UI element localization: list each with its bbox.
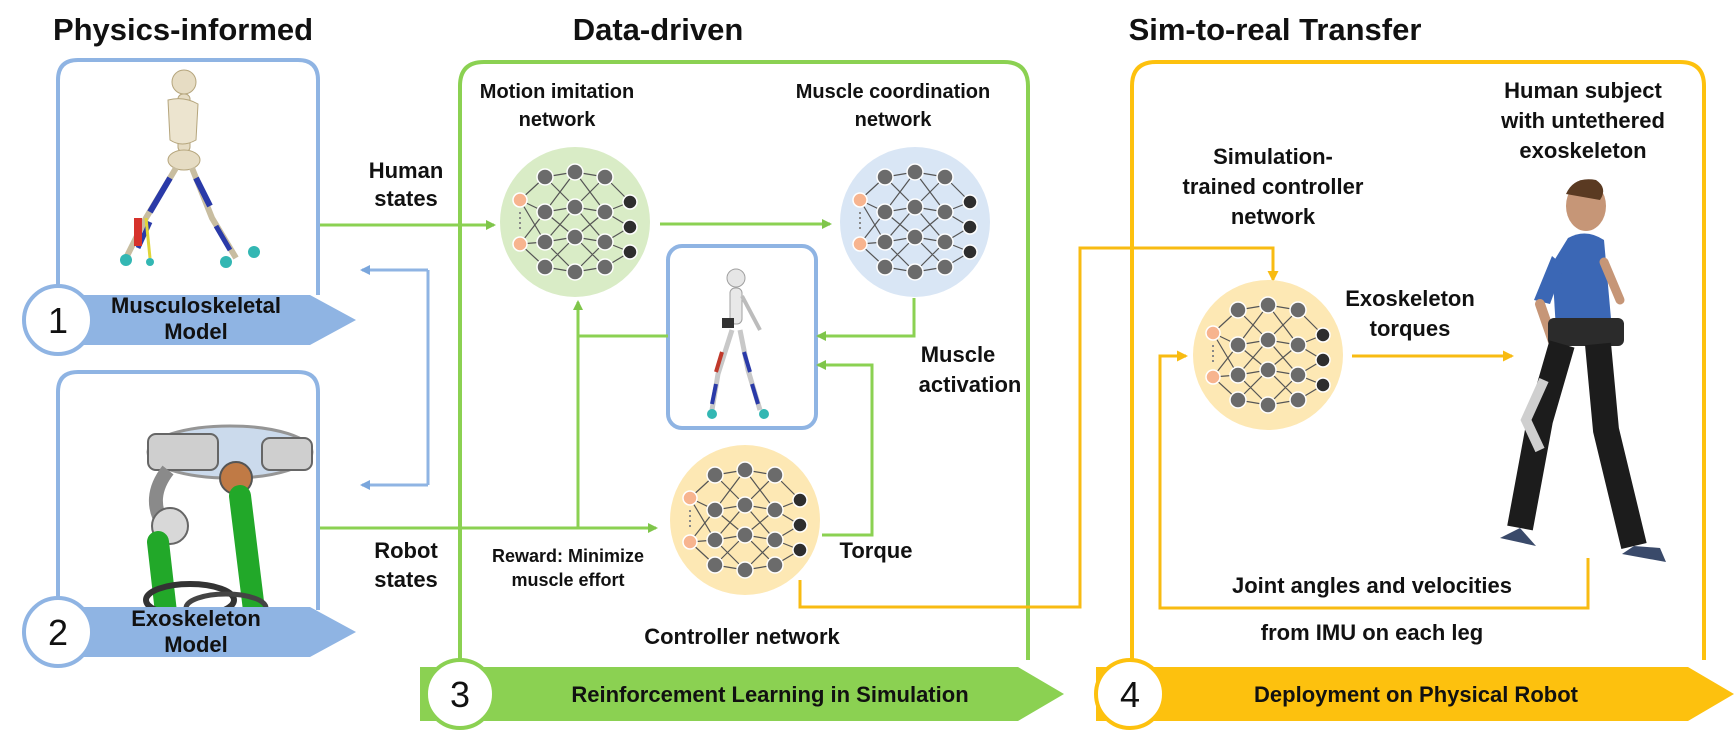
arrow-torque [816,360,874,537]
label-muscle-activation-line1: Muscle [921,342,996,367]
label-reward-line2: muscle effort [511,570,624,590]
label-robot-states-line2: states [374,567,438,592]
column-header-physics: Physics-informed [53,12,313,47]
panel-title-deployment: Deployment on Physical Robot [1254,682,1579,707]
controller-network [669,444,821,596]
label-subject-line2: with untethered [1500,108,1665,133]
panel-title-musculoskeletal-line2: Model [164,319,228,344]
motion-imitation-network [499,146,651,298]
label-muscle-activation-line2: activation [919,372,1022,397]
label-subject-line1: Human subject [1504,78,1662,103]
connector-model-exchange [360,265,430,490]
panel-number-1: 1 [48,300,68,341]
label-controller-network: Controller network [644,624,840,649]
panel-musculoskeletal: 1 Musculoskeletal Model [22,58,356,356]
label-muscle-coordination-line1: Muscle coordination [796,81,990,103]
musculoskeletal-figure-image [120,69,260,268]
label-joint-line1: Joint angles and velocities [1232,573,1512,598]
connector-sim-to-real [798,246,1279,609]
panel-number-2: 2 [48,612,68,653]
label-subject-line3: exoskeleton [1519,138,1646,163]
label-robot-states-line1: Robot [374,538,438,563]
label-human-states-line2: states [374,186,438,211]
human-subject-photo [1500,179,1666,562]
arrow-muscle-activation [816,298,916,341]
label-sim-controller-line3: network [1231,204,1316,229]
deployed-controller-network [1192,279,1344,431]
column-header-data-driven: Data-driven [573,12,744,47]
label-exo-torques-line1: Exoskeleton [1345,286,1475,311]
panel-title-exoskeleton-line2: Model [164,632,228,657]
panel-number-4: 4 [1120,674,1140,715]
label-sim-controller-line2: trained controller [1183,174,1364,199]
simulated-walker-image [707,268,769,419]
panel-number-3: 3 [450,674,470,715]
label-exo-torques-line2: torques [1370,316,1451,341]
panel-title-reinforcement-learning: Reinforcement Learning in Simulation [571,682,968,707]
label-human-states-line1: Human [369,158,444,183]
label-muscle-coordination-line2: network [855,109,933,131]
muscle-coordination-network [839,146,991,298]
label-motion-imitation-line2: network [519,109,597,131]
panel-title-exoskeleton-line1: Exoskeleton [131,606,261,631]
label-sim-controller-line1: Simulation- [1213,144,1333,169]
panel-exoskeleton: 2 Exoskeleton Model [22,370,356,668]
column-header-transfer: Sim-to-real Transfer [1129,12,1422,47]
label-joint-line2: from IMU on each leg [1261,620,1483,645]
panel-title-musculoskeletal-line1: Musculoskeletal [111,293,281,318]
label-reward-line1: Reward: Minimize [492,546,644,566]
panel-reinforcement-learning: Motion imitation network Muscle coordina… [420,60,1064,730]
arrow-joint-feedback [1158,350,1590,610]
label-torque: Torque [840,538,913,563]
label-motion-imitation-line1: Motion imitation [480,81,634,103]
simulation-inset [666,244,818,430]
exoskeleton-model-image [134,424,314,644]
panel-deployment: Simulation- trained controller network H… [1094,60,1734,730]
